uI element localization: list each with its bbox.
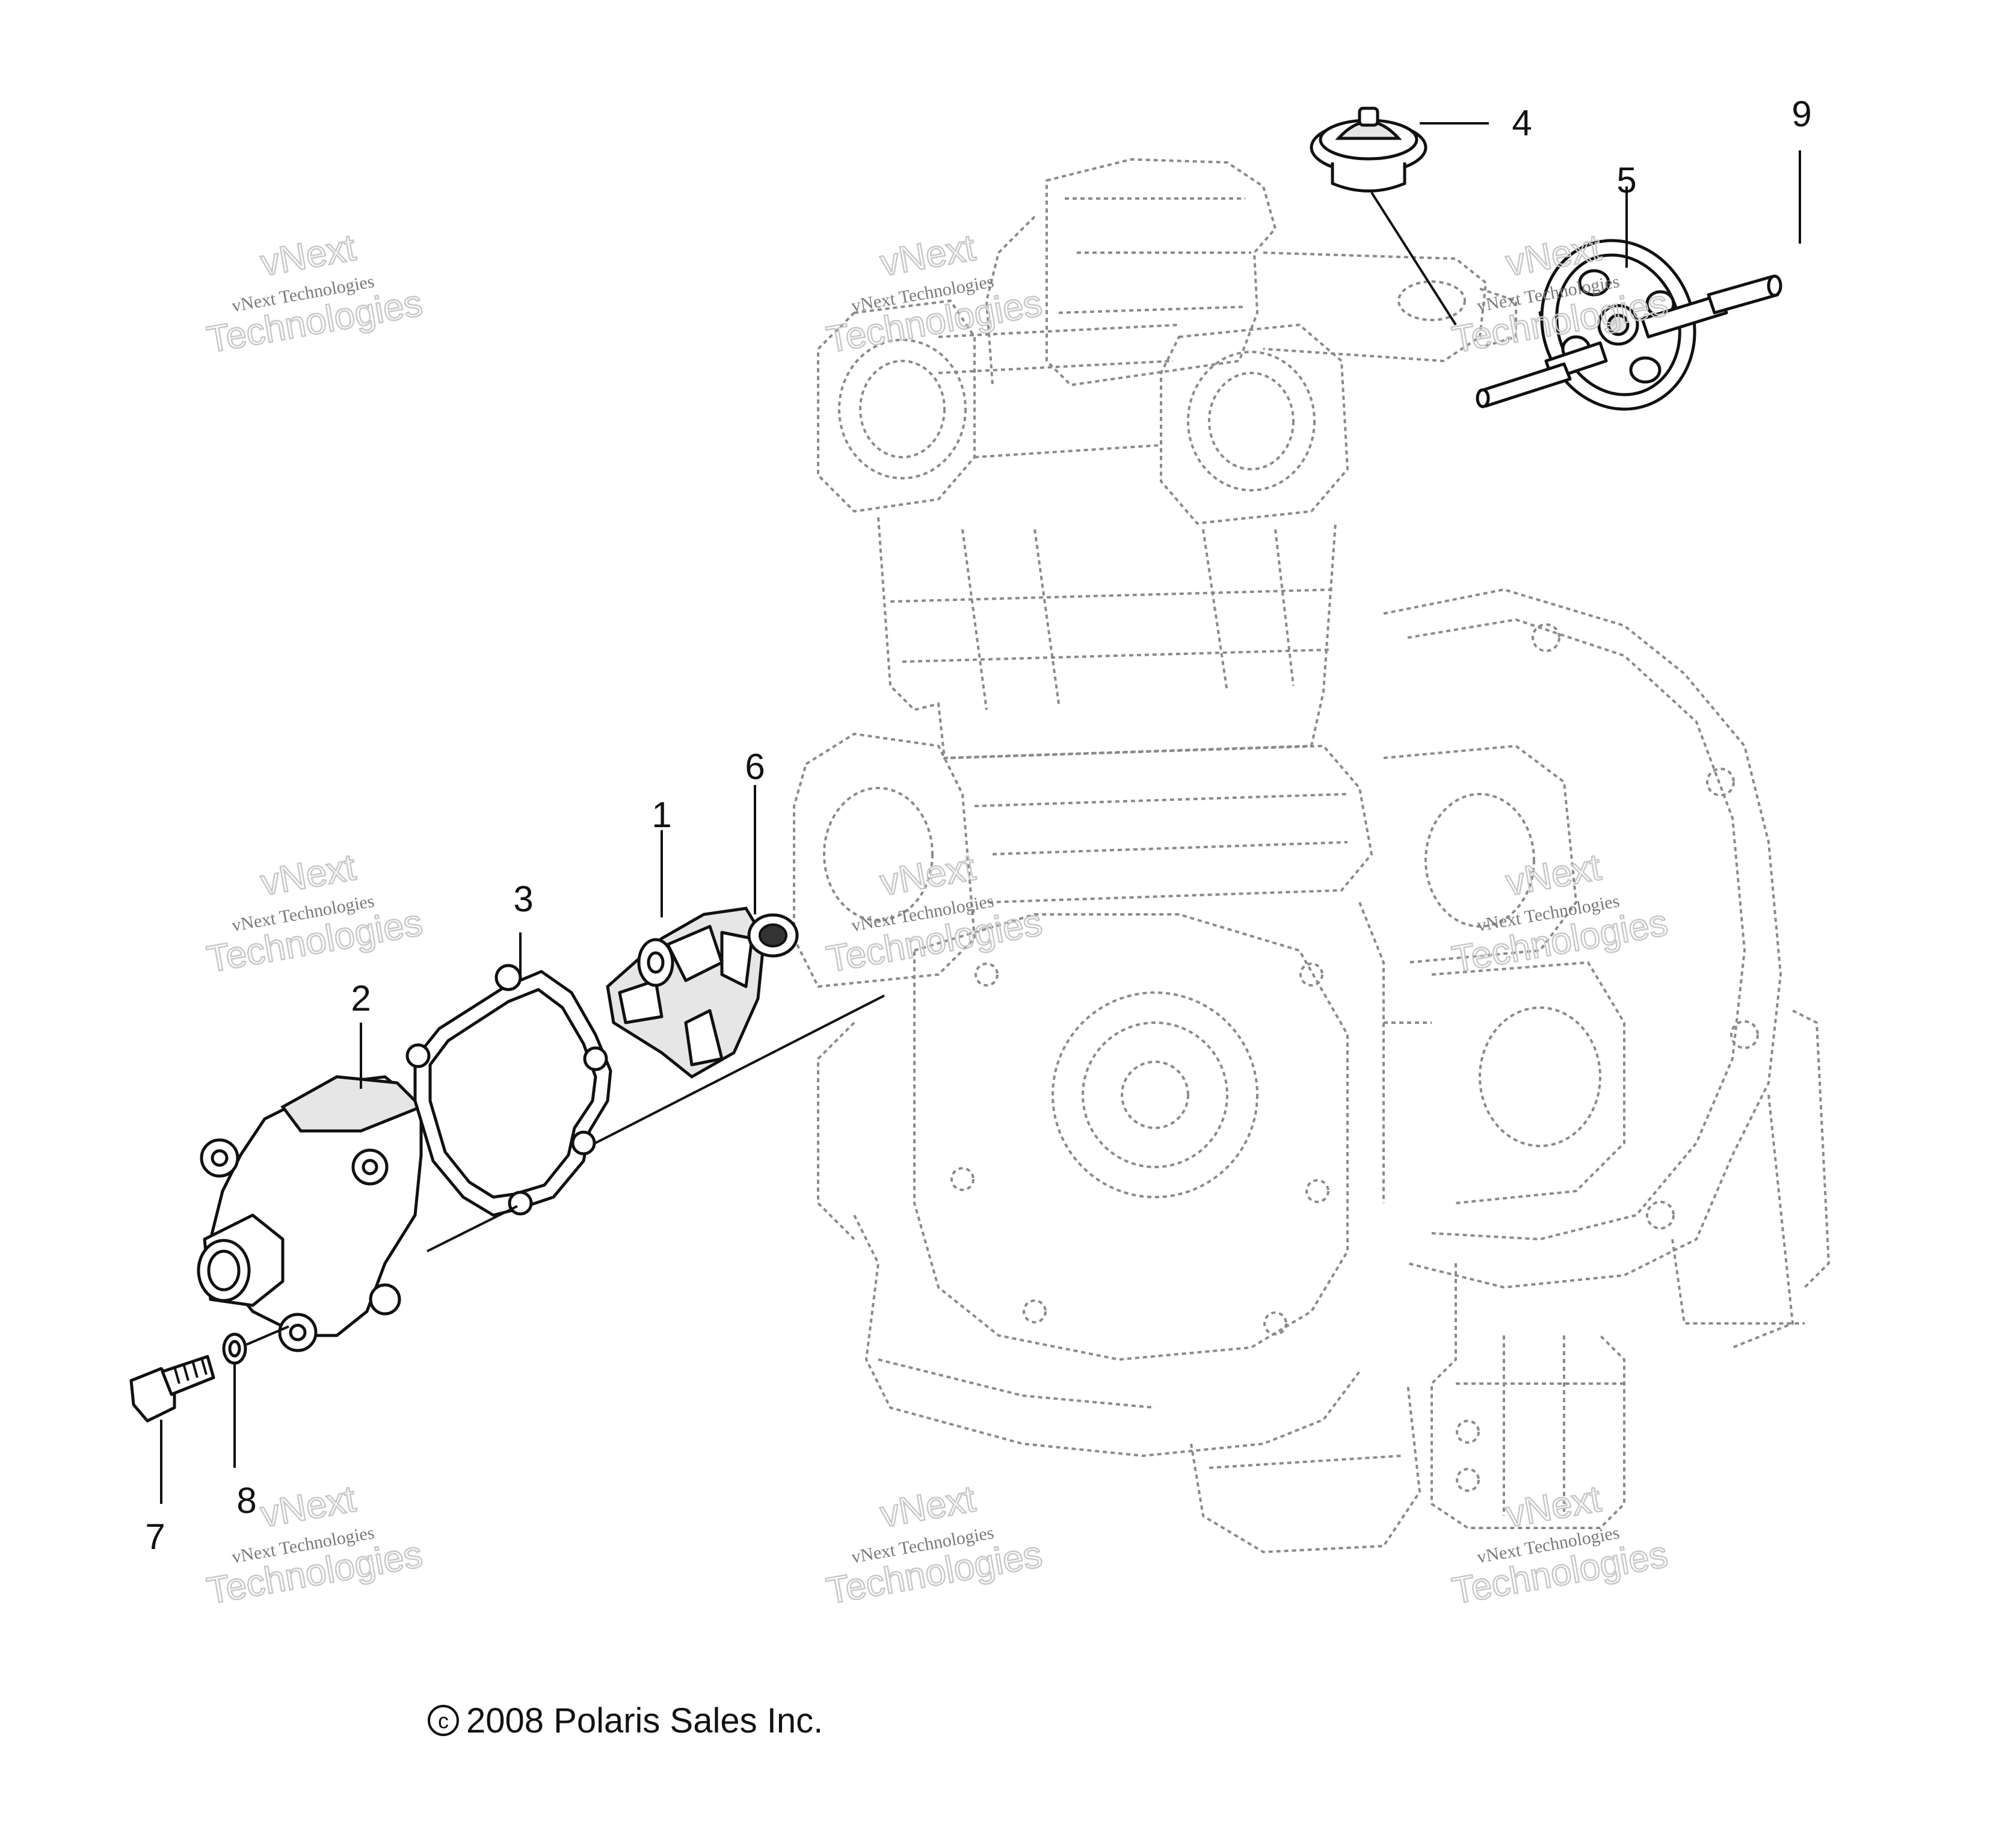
copyright-text: 2008 Polaris Sales Inc. [466, 1701, 823, 1740]
flange-bolt [129, 1355, 215, 1423]
copyright-symbol: c [438, 1708, 449, 1733]
thermostat [1310, 106, 1428, 192]
water-pump-gasket [405, 964, 612, 1217]
engine-block-outline [793, 158, 1831, 1554]
callout-5: 5 [1616, 160, 1636, 200]
watermark-tile: vNext vNext Technologies Technologies [823, 226, 1046, 362]
watermark-tile: vNext vNext Technologies Technologies [823, 1477, 1046, 1613]
callout-3: 3 [513, 879, 533, 919]
water-pump-seal [747, 913, 799, 958]
water-pump-cover [197, 1075, 424, 1352]
callout-6: 6 [745, 747, 765, 787]
svg-text:vNext: vNext [877, 1478, 978, 1535]
copyright-notice: c 2008 Polaris Sales Inc. [428, 1701, 823, 1740]
watermark-tile: vNext vNext Technologies Technologies [203, 1477, 427, 1613]
svg-text:vNext: vNext [877, 227, 978, 284]
sealing-washer [222, 1332, 247, 1365]
leader-lines [160, 122, 1801, 1504]
callout-4: 4 [1512, 103, 1532, 143]
svg-text:vNext: vNext [257, 846, 359, 904]
watermark-tile: vNext vNext Technologies Technologies [203, 846, 427, 981]
svg-text:vNext: vNext [877, 846, 978, 904]
callout-1: 1 [651, 795, 671, 835]
water-pump-impeller [606, 907, 766, 1079]
callout-labels: 1 2 3 4 5 6 7 8 9 [145, 94, 1811, 1557]
callout-2: 2 [351, 978, 371, 1018]
callout-7: 7 [145, 1517, 165, 1557]
svg-text:vNext: vNext [257, 1478, 359, 1535]
watermark-tile: vNext vNext Technologies Technologies [1449, 1477, 1672, 1613]
water-pump-drive-gear [1476, 239, 1782, 411]
svg-text:vNext: vNext [1503, 846, 1604, 904]
callout-8: 8 [236, 1480, 256, 1521]
watermark-tile: vNext vNext Technologies Technologies [203, 226, 427, 362]
callout-9: 9 [1791, 94, 1811, 134]
copyright-circle-icon [428, 1705, 459, 1736]
svg-text:vNext: vNext [257, 227, 359, 284]
watermark-tile: vNext vNext Technologies Technologies [1449, 846, 1672, 981]
